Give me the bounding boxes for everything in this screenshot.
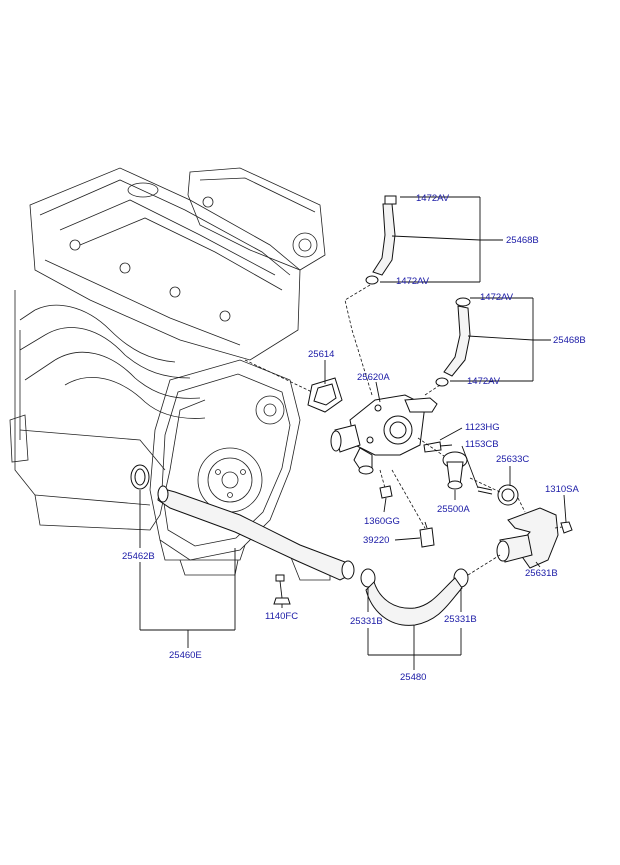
bolt-1360gg (379, 485, 393, 499)
label-1472av-lower-bottom: 1472AV (467, 376, 501, 387)
label-1153cb: 1153CB (465, 439, 499, 450)
part-labels: 1472AV 25468B 1472AV 1472AV 25468B 1472A… (122, 193, 586, 683)
label-25460e: 25460E (169, 650, 202, 661)
label-1472av-upper-bottom: 1472AV (396, 276, 430, 287)
bolt-1123hg (423, 441, 453, 453)
label-25331b-left: 25331B (350, 616, 383, 627)
label-25614: 25614 (308, 349, 334, 360)
leader-lines (139, 196, 567, 670)
hose-clamp-25331b-left (360, 568, 376, 588)
label-39220: 39220 (363, 535, 389, 546)
label-25480: 25480 (400, 672, 426, 683)
label-25500a: 25500A (437, 504, 470, 515)
bolt-1140fc (273, 574, 291, 605)
o-ring-25462b (130, 464, 150, 490)
alignment-dashes (244, 284, 563, 576)
label-25462b: 25462B (122, 551, 155, 562)
label-1140fc: 1140FC (265, 611, 298, 622)
sensor-39220 (419, 521, 435, 548)
gasket-25633c (497, 484, 519, 506)
label-1472av-lower-top: 1472AV (480, 292, 514, 303)
label-25633c: 25633C (496, 454, 529, 465)
water-inlet-pipe-25460e (157, 485, 355, 581)
label-25620a: 25620A (357, 372, 390, 383)
thermostat-cover-25631b (496, 507, 559, 569)
hose-25468b-upper (365, 195, 397, 285)
label-1310sa: 1310SA (545, 484, 579, 495)
label-1123hg: 1123HG (465, 422, 500, 433)
hose-25480 (365, 577, 463, 626)
label-1360gg: 1360GG (364, 516, 400, 527)
label-25468b-upper: 25468B (506, 235, 539, 246)
gasket-25614 (307, 377, 343, 413)
label-25468b-lower: 25468B (553, 335, 586, 346)
label-25631b: 25631B (525, 568, 558, 579)
label-25331b-right: 25331B (444, 614, 477, 625)
thermostat-housing-25620a (330, 394, 438, 475)
label-1472av-top: 1472AV (416, 193, 450, 204)
stud-1153cb (477, 486, 493, 495)
engine-assembly (9, 167, 331, 581)
thermostat-25500a (442, 451, 468, 490)
nut-1310sa (560, 521, 573, 534)
hose-25468b-lower (435, 297, 471, 387)
